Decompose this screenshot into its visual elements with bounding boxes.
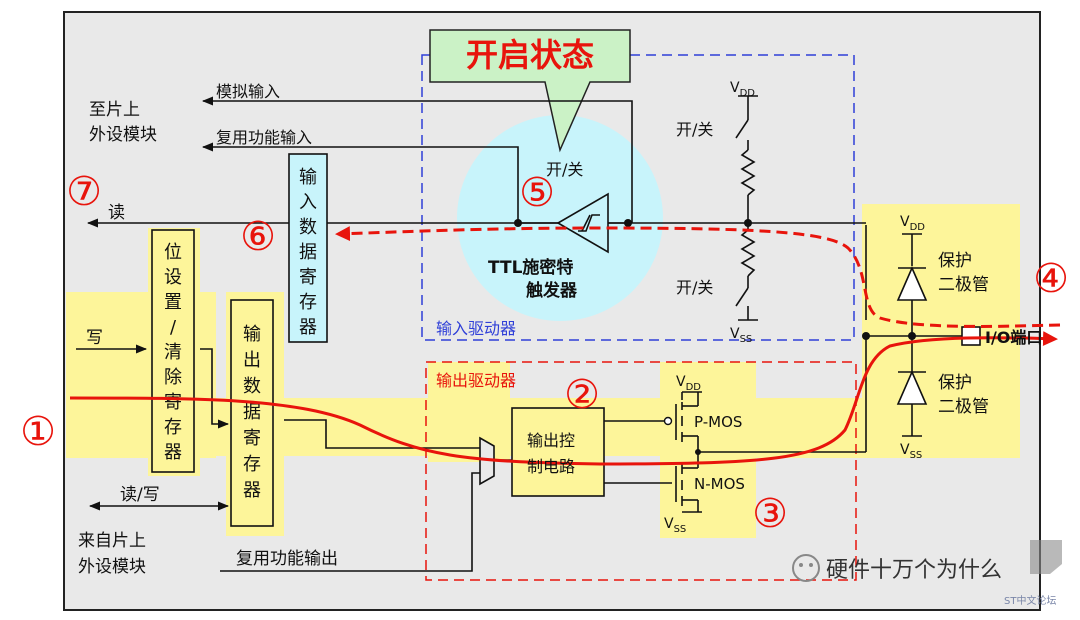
switches (735, 119, 749, 307)
protect-diode-bottom-label-2: 二极管 (938, 397, 989, 417)
pmos-label: P-MOS (694, 413, 742, 431)
output-driver-label: 输出驱动器 (436, 371, 516, 390)
marker-5: ⑤ (519, 170, 555, 216)
input-data-register-char: 器 (299, 317, 317, 338)
io-pin-label: I/O端口 (985, 328, 1042, 347)
read-label: 读 (108, 203, 125, 223)
output-control-box (511, 407, 605, 497)
forum-logo-icon (1030, 540, 1062, 574)
bit-set-clear-register-char: / (170, 317, 177, 338)
vss-label-diode: VSS (900, 442, 922, 461)
bit-set-clear-register-char: 位 (164, 242, 182, 263)
protect-diode-top-label-1: 保护 (938, 251, 972, 271)
input-driver-label: 输入驱动器 (436, 319, 516, 338)
protect-diode-bottom-label-1: 保护 (938, 373, 972, 393)
input-data-register-char: 寄 (299, 267, 317, 288)
protect-diode-top-label-2: 二极管 (938, 275, 989, 295)
read-write-label: 读/写 (120, 485, 160, 505)
input-driver-box (421, 54, 855, 341)
open-state-label: 开启状态 (466, 36, 594, 74)
output-data-register-char: 输 (243, 324, 261, 345)
vss-label-resistor: VSS (730, 326, 752, 345)
bit-set-clear-register-char: 清 (164, 342, 182, 363)
schmitt-switch-label: 开/关 (546, 160, 583, 179)
marker-2: ② (564, 372, 600, 418)
bit-set-clear-register-char: 设 (164, 267, 182, 288)
input-data-register-box (288, 153, 328, 343)
output-driver-box (425, 361, 857, 581)
diode-top (896, 266, 928, 301)
output-data-register-char: 存 (243, 454, 261, 475)
alt-func-input-label: 复用功能输入 (216, 128, 312, 147)
write-label: 写 (86, 328, 103, 348)
pmos-gate-bubble (663, 416, 673, 426)
wiring (76, 95, 962, 572)
bit-set-clear-register-char: 器 (164, 442, 182, 463)
output-data-register-char: 寄 (243, 428, 261, 449)
marker-6: ⑥ (240, 214, 276, 260)
input-data-register-char: 据 (299, 242, 317, 263)
marker-1: ① (20, 409, 56, 455)
ttl-schmitt-label-2: 触发器 (525, 280, 578, 301)
junction-dots (514, 219, 916, 455)
input-signal-path (335, 226, 1061, 328)
vdd-label-diode: VDD (900, 214, 925, 233)
diode-bottom (896, 370, 928, 405)
io-pin-square (961, 326, 981, 346)
to-peripheral-label-2: 外设模块 (89, 125, 157, 145)
watermark-text: 硬件十万个为什么 (826, 558, 1002, 583)
bit-set-clear-register-char: 除 (164, 367, 182, 388)
bit-set-clear-register-char: 置 (164, 292, 182, 313)
marker-4: ④ (1033, 256, 1069, 302)
vdd-label-pmos: VDD (676, 374, 701, 393)
marker-3: ③ (752, 491, 788, 537)
input-data-register-char: 存 (299, 292, 317, 313)
alt-func-output-label: 复用功能输出 (236, 549, 338, 569)
watermark-source: ST中文论坛 (1004, 594, 1056, 607)
mux-symbol (479, 436, 495, 486)
to-peripheral-label-1: 至片上 (89, 100, 140, 120)
schmitt-highlight (457, 115, 663, 321)
output-data-register-box (230, 299, 274, 527)
open-state-callout: 开启状态 (429, 29, 631, 153)
from-peripheral-label-1: 来自片上 (78, 531, 146, 551)
nmos-label: N-MOS (694, 475, 745, 493)
bit-set-clear-register-char: 寄 (164, 392, 182, 413)
pulldown-switch-label: 开/关 (676, 278, 713, 297)
output-data-register-char: 器 (243, 480, 261, 501)
input-data-register-char: 入 (299, 192, 317, 213)
output-signal-path (69, 331, 1058, 466)
from-peripheral-label-2: 外设模块 (78, 557, 146, 577)
analog-input-label: 模拟输入 (216, 82, 280, 101)
input-data-register-char: 输 (299, 167, 317, 188)
input-data-register-char: 数 (299, 217, 317, 238)
wechat-icon (792, 554, 820, 582)
output-data-register-char: 出 (243, 350, 261, 371)
output-control-label-1: 输出控 (527, 431, 575, 450)
schmitt-trigger-symbol (518, 192, 628, 254)
ttl-schmitt-label-1: TTL施密特 (488, 257, 573, 278)
output-control-label-2: 制电路 (527, 457, 575, 476)
output-data-register-char: 据 (243, 402, 261, 423)
bit-set-clear-register-box (151, 229, 195, 473)
watermark: 硬件十万个为什么 ST中文论坛 (792, 540, 1062, 607)
marker-7: ⑦ (66, 169, 102, 215)
bit-set-clear-register-char: 存 (164, 417, 182, 438)
pullup-switch-label: 开/关 (676, 120, 713, 139)
output-data-register-char: 数 (243, 376, 261, 397)
vss-label-nmos: VSS (664, 516, 686, 535)
vdd-label-resistor: VDD (730, 80, 755, 99)
